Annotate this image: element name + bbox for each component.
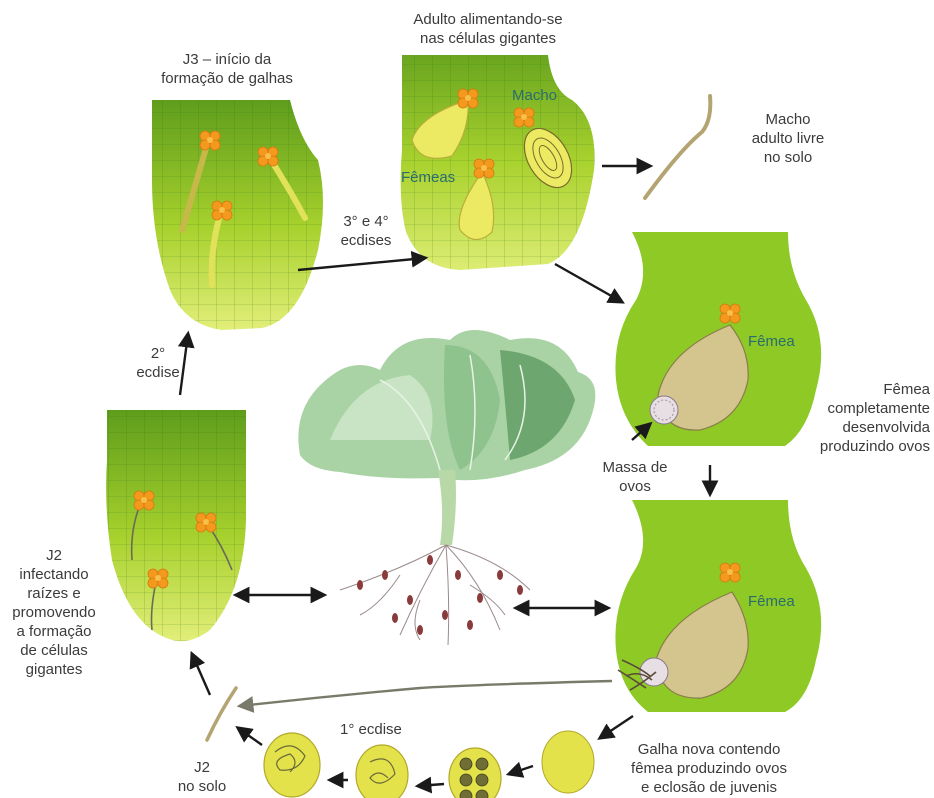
label-adult-feeding: Adulto alimentando-se nas células gigant…: [388, 10, 588, 48]
label-femea-developed: Fêmea: [748, 332, 795, 351]
label-j2-inf-line: J2: [4, 546, 104, 565]
label-male-free-line: adulto livre: [738, 129, 838, 148]
label-gall-line: e eclosão de juvenis: [624, 778, 794, 797]
label-j3-title: J3 – início da formação de galhas: [142, 50, 312, 88]
label-egg-mass-line: Massa de: [590, 458, 680, 477]
label-gall-new: Galha nova contendo fêmea produzindo ovo…: [624, 740, 794, 797]
label-j2-soil-line: no solo: [172, 777, 232, 796]
label-gall-line: fêmea produzindo ovos: [624, 759, 794, 778]
label-femea-gall: Fêmea: [748, 592, 795, 611]
root-j2-infecting: [106, 410, 246, 641]
label-female-dev-line: desenvolvida: [790, 418, 930, 437]
label-j2-inf-line: de células: [4, 641, 104, 660]
label-j2-infecting: J2 infectando raízes e promovendo a form…: [4, 546, 104, 679]
label-adult-line: nas células gigantes: [388, 29, 588, 48]
label-female-developed: Fêmea completamente desenvolvida produzi…: [790, 380, 930, 456]
juvenile-release-arrow: [240, 681, 612, 706]
label-j2-inf-line: a formação: [4, 622, 104, 641]
label-ecdises-3-4: 3° e 4° ecdises: [326, 212, 406, 250]
label-j2-inf-line: infectando: [4, 565, 104, 584]
root-adult-stage: [401, 55, 595, 270]
plant-illustration: [298, 330, 595, 645]
root-j3-stage: [152, 100, 323, 330]
label-j2-inf-line: gigantes: [4, 660, 104, 679]
label-femeas-inside: Fêmeas: [401, 168, 455, 187]
label-female-dev-line: produzindo ovos: [790, 437, 930, 456]
label-j2-soil-line: J2: [172, 758, 232, 777]
male-worm-icon: [645, 96, 710, 198]
label-macho-inside: Macho: [512, 86, 557, 105]
label-male-free-line: no solo: [738, 148, 838, 167]
j2-worm-icon: [207, 688, 236, 740]
label-male-free: Macho adulto livre no solo: [738, 110, 838, 167]
label-j2-inf-line: raízes e: [4, 584, 104, 603]
label-j2-soil: J2 no solo: [172, 758, 232, 796]
label-adult-line: Adulto alimentando-se: [388, 10, 588, 29]
label-egg-mass: Massa de ovos: [590, 458, 680, 496]
label-j2-inf-line: promovendo: [4, 603, 104, 622]
label-ecd2-line: 2°: [128, 344, 188, 363]
egg-stages: [264, 731, 594, 798]
label-ecd34-line: 3° e 4°: [326, 212, 406, 231]
label-egg-mass-line: ovos: [590, 477, 680, 496]
label-gall-line: Galha nova contendo: [624, 740, 794, 759]
label-ecdise-2: 2° ecdise: [128, 344, 188, 382]
label-female-dev-line: Fêmea: [790, 380, 930, 399]
label-ecdise-1: 1° ecdise: [340, 720, 402, 739]
label-male-free-line: Macho: [738, 110, 838, 129]
label-j3-line: formação de galhas: [142, 69, 312, 88]
label-j3-line: J3 – início da: [142, 50, 312, 69]
label-ecd34-line: ecdises: [326, 231, 406, 250]
label-female-dev-line: completamente: [790, 399, 930, 418]
label-ecd2-line: ecdise: [128, 363, 188, 382]
